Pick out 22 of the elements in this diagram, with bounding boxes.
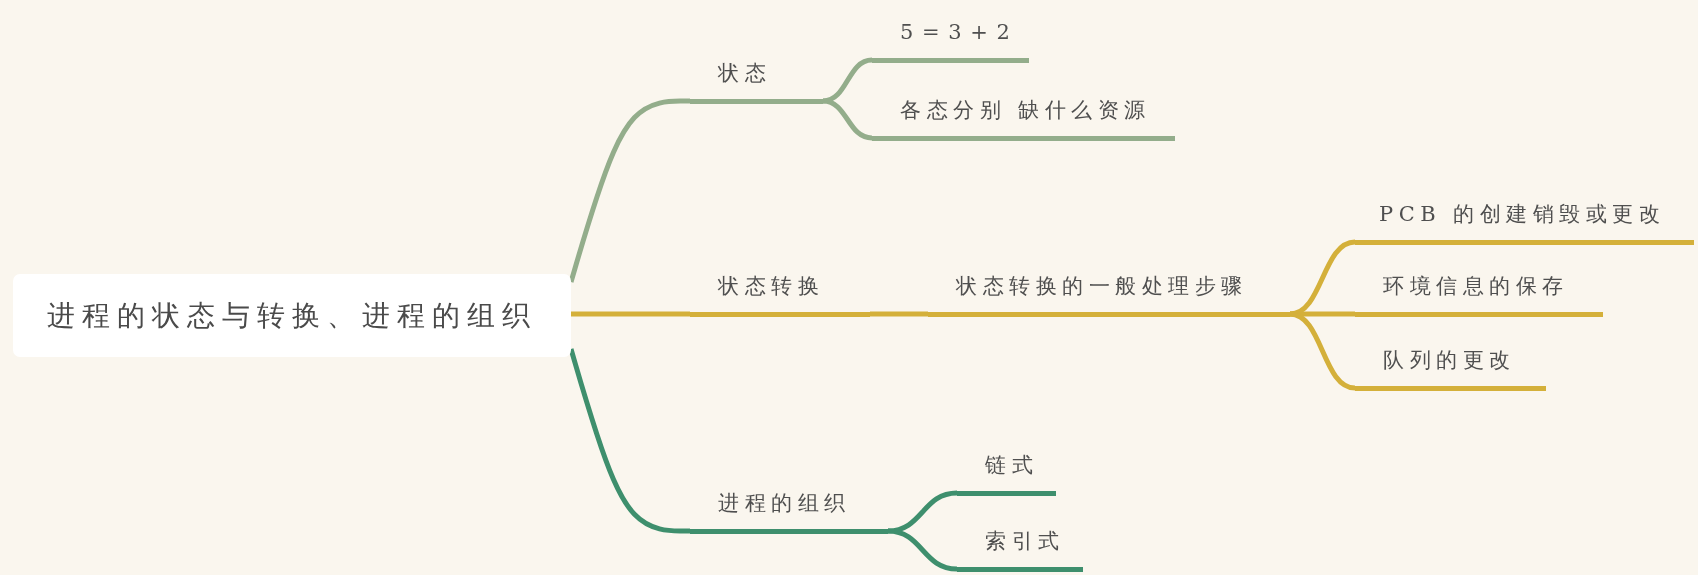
- topic-text: 进程的组织: [718, 491, 851, 517]
- branch-line: [1289, 311, 1356, 391]
- topic-text: 5 = 3 + 2: [900, 20, 1011, 46]
- topic-text: 索引式: [985, 529, 1065, 555]
- topic-text: 队列的更改: [1383, 348, 1516, 374]
- branch-line: [568, 98, 690, 283]
- topic-text: 链式: [985, 453, 1038, 479]
- branch-line: [887, 490, 958, 534]
- topic-text: PCB 的创建销毁或更改: [1379, 202, 1666, 228]
- branch-line: [870, 311, 928, 317]
- branch-line: [822, 57, 873, 104]
- branch-line: [887, 528, 958, 572]
- root-topic-text: 进程的状态与转换、进程的组织: [47, 298, 537, 333]
- branch-line: [822, 98, 873, 141]
- root-topic-box: [13, 274, 571, 357]
- topic-text: 各态分别 缺什么资源: [900, 98, 1151, 124]
- branch-line: [571, 311, 690, 317]
- branch-line: [568, 348, 690, 534]
- topic-text: 环境信息的保存: [1383, 274, 1569, 300]
- topic-text: 状态: [718, 61, 771, 87]
- topic-text: 状态转换的一般处理步骤: [956, 274, 1248, 300]
- topic-text: 状态转换: [718, 274, 824, 300]
